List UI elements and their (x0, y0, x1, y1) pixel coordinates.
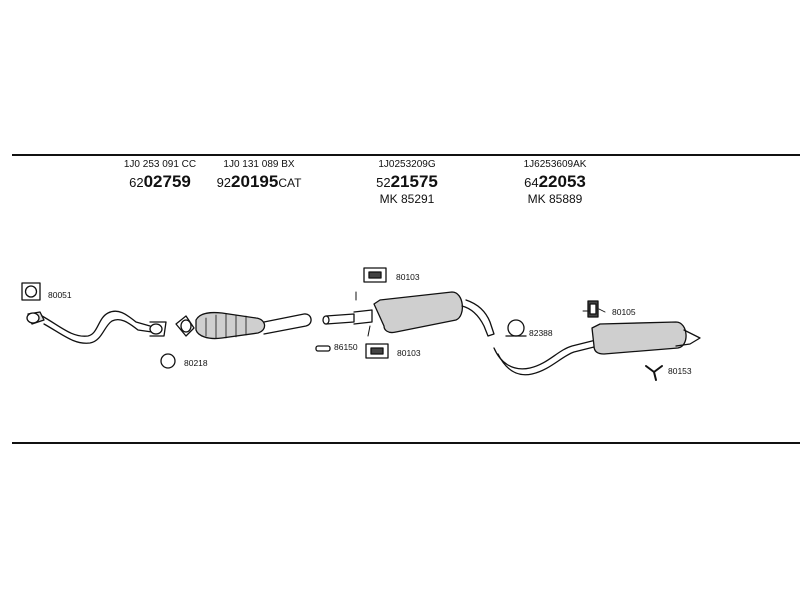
part-middle-silencer: 1J0253209G 5221575 MK 85291 (362, 159, 452, 207)
bottom-divider (12, 442, 800, 444)
label-clamp: 86150 (334, 342, 358, 352)
label-clamp-rear: 82388 (529, 328, 553, 338)
rubber-hanger-icon (363, 267, 387, 283)
oem-number: 1J0 131 089 BX (223, 159, 295, 170)
catalytic-converter-icon (175, 311, 312, 340)
mounting-kit: MK 85889 (527, 192, 583, 207)
rubber-hanger-icon (587, 300, 599, 318)
label-hanger-top: 80103 (396, 272, 420, 282)
label-bracket: 80153 (668, 366, 692, 376)
article-number: 5221575 (376, 171, 438, 191)
mounting-kit: MK 85291 (379, 192, 435, 207)
rear-silencer-icon (493, 321, 701, 376)
seal-ring-icon (160, 353, 176, 369)
clamp-icon (315, 345, 331, 352)
bracket-icon (645, 365, 663, 381)
oem-number: 1J6253609AK (523, 159, 587, 170)
article-number: 6422053 (524, 171, 586, 191)
middle-silencer-icon (322, 291, 495, 337)
label-hanger-bottom: 80103 (397, 348, 421, 358)
part-front-pipe: 1J0 253 091 CC 6202759 (112, 159, 208, 191)
article-number: 6202759 (129, 171, 191, 191)
label-hanger-rear: 80105 (612, 307, 636, 317)
label-gasket: 80051 (48, 290, 72, 300)
rubber-hanger-icon (365, 343, 389, 359)
front-pipe-icon (26, 310, 167, 344)
oem-number: 1J0 253 091 CC (123, 159, 197, 170)
gasket-icon (21, 282, 41, 301)
oem-number: 1J0253209G (378, 159, 436, 170)
part-catalytic-converter: 1J0 131 089 BX 9220195CAT (206, 159, 312, 191)
label-ring: 80218 (184, 358, 208, 368)
article-number: 9220195CAT (216, 171, 302, 191)
part-rear-silencer: 1J6253609AK 6422053 MK 85889 (506, 159, 604, 207)
pipe-clamp-icon (505, 319, 527, 337)
top-divider (12, 154, 800, 156)
